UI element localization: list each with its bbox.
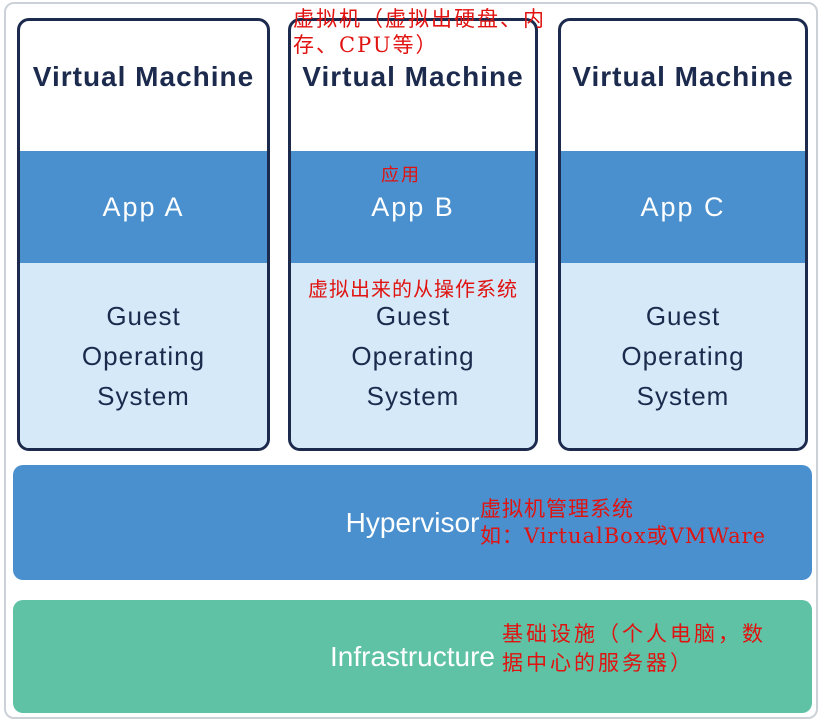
- app-annotation: 应用: [381, 165, 421, 186]
- vm3-app-label: App C: [640, 191, 726, 222]
- hypervisor-annotation-line-2: 如：VirtualBox或VMWare: [480, 524, 767, 548]
- hypervisor-annotation-line-1: 虚拟机管理系统: [480, 497, 634, 521]
- hypervisor-annotation: 虚拟机管理系统 如：VirtualBox或VMWare: [480, 496, 766, 550]
- vm-box-1: Virtual Machine App A Guest Operating Sy…: [17, 18, 270, 451]
- vm1-guest-line-2: Operating: [81, 340, 206, 371]
- infrastructure-annotation-line-2: 据中心的服务器）: [502, 651, 694, 675]
- hypervisor-layer: Hypervisor 虚拟机管理系统 如：VirtualBox或VMWare: [13, 465, 812, 580]
- vm2-app-label: App B: [371, 191, 455, 222]
- infrastructure-layer: Infrastructure 基础设施（个人电脑，数 据中心的服务器）: [13, 600, 812, 713]
- vm3-app-band: App C: [561, 151, 805, 263]
- vm1-guest-line-1: Guest: [106, 300, 181, 331]
- vm1-app-band: App A: [20, 151, 267, 263]
- vm-annotation-line-1: 虚拟机（虚拟出硬盘、内: [293, 7, 546, 31]
- vm2-guest-line-1: Guest: [375, 300, 451, 331]
- vm2-title: Virtual Machine: [302, 61, 524, 92]
- vm3-guest-line-2: Operating: [621, 340, 745, 371]
- vm2-guest-line-3: System: [366, 380, 460, 411]
- vm2-guest-os: 虚拟出来的从操作系统 Guest Operating System: [291, 263, 535, 448]
- infrastructure-label: Infrastructure: [330, 640, 495, 672]
- vm3-guest-line-3: System: [636, 380, 730, 411]
- infrastructure-annotation: 基础设施（个人电脑，数 据中心的服务器）: [502, 620, 766, 678]
- infrastructure-annotation-line-1: 基础设施（个人电脑，数: [502, 622, 766, 646]
- vm2-app-band: 应用 App B: [291, 151, 535, 263]
- vm3-guest-os: Guest Operating System: [561, 263, 805, 448]
- vm1-app-label: App A: [102, 191, 185, 222]
- vm1-title: Virtual Machine: [32, 61, 255, 92]
- vm1-guest-line-3: System: [97, 380, 190, 411]
- vm1-guest-os: Guest Operating System: [20, 263, 267, 448]
- guest-os-annotation: 虚拟出来的从操作系统: [308, 277, 518, 301]
- vm-annotation: 虚拟机（虚拟出硬盘、内 存、CPU等）: [293, 6, 573, 58]
- vm-annotation-line-2: 存、CPU等）: [293, 33, 439, 57]
- vm-box-2: Virtual Machine 应用 App B 虚拟出来的从操作系统 Gues…: [288, 18, 538, 451]
- outer-frame: [4, 2, 818, 719]
- vm-box-3: Virtual Machine App C Guest Operating Sy…: [558, 18, 808, 451]
- vm3-guest-line-1: Guest: [645, 300, 721, 331]
- vm3-title: Virtual Machine: [572, 61, 794, 92]
- vm2-guest-line-2: Operating: [351, 340, 475, 371]
- hypervisor-label: Hypervisor: [345, 506, 480, 538]
